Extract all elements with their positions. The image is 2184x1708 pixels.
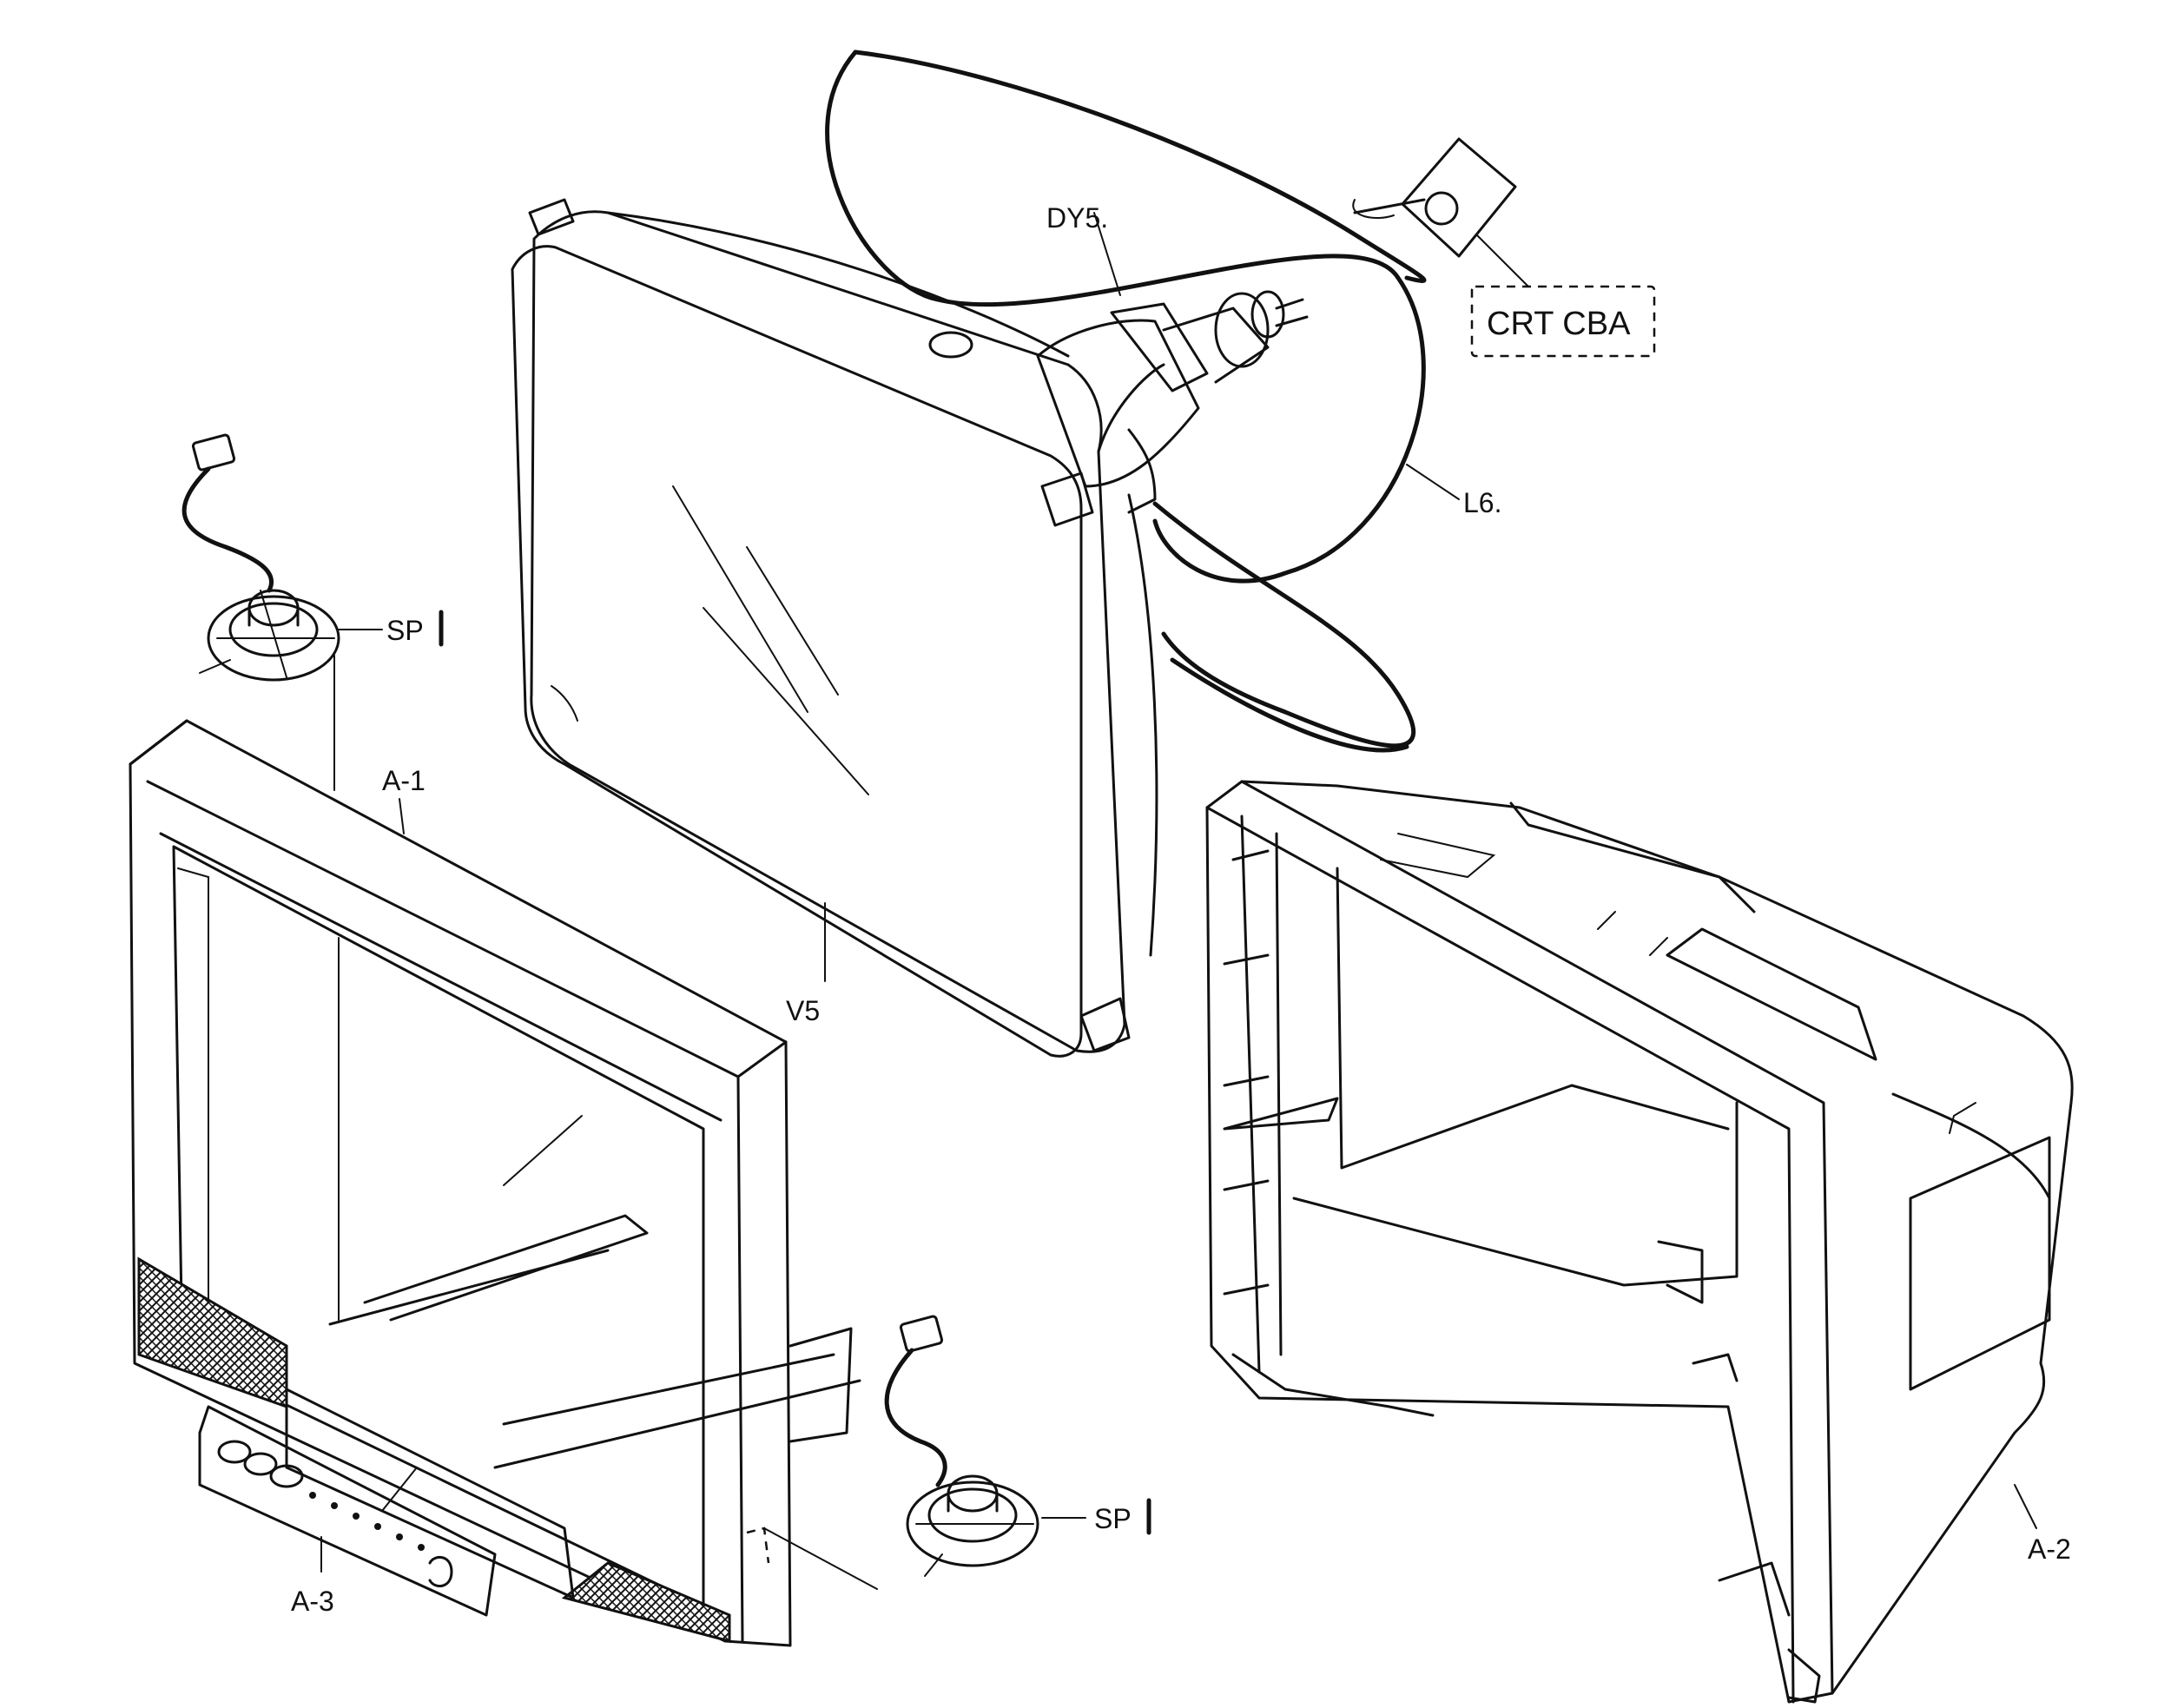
- l6-leader: [1406, 464, 1460, 500]
- sp-upper-label: SP: [386, 615, 424, 646]
- a3-label: A-3: [291, 1586, 334, 1617]
- a2-label: A-2: [2028, 1533, 2071, 1565]
- crt-cba-label-box: CRT CBA: [1470, 285, 1656, 358]
- v5-label: V5: [786, 995, 820, 1026]
- deflection-yoke-dy5: DY5.: [1036, 202, 1309, 514]
- crt-cba-label: CRT CBA: [1487, 306, 1631, 342]
- a1-label: A-1: [382, 765, 426, 796]
- crt-cba-board: [1352, 137, 1529, 287]
- sp-lower-label: SP: [1094, 1503, 1132, 1534]
- picture-tube-v5: V5: [511, 198, 1165, 1058]
- degauss-coil-l6: [825, 49, 1427, 753]
- dy5-label: DY5.: [1046, 202, 1108, 234]
- l6-label: L6.: [1463, 487, 1501, 518]
- rear-cabinet-a2: A-2: [1205, 780, 2074, 1704]
- front-cabinet-a1: A-1: [129, 719, 792, 1647]
- speaker-upper: SP: [181, 433, 444, 791]
- speaker-lower: SP: [884, 1315, 1151, 1577]
- control-panel-a3: A-3: [198, 1405, 497, 1617]
- chassis-rail: [493, 1327, 878, 1590]
